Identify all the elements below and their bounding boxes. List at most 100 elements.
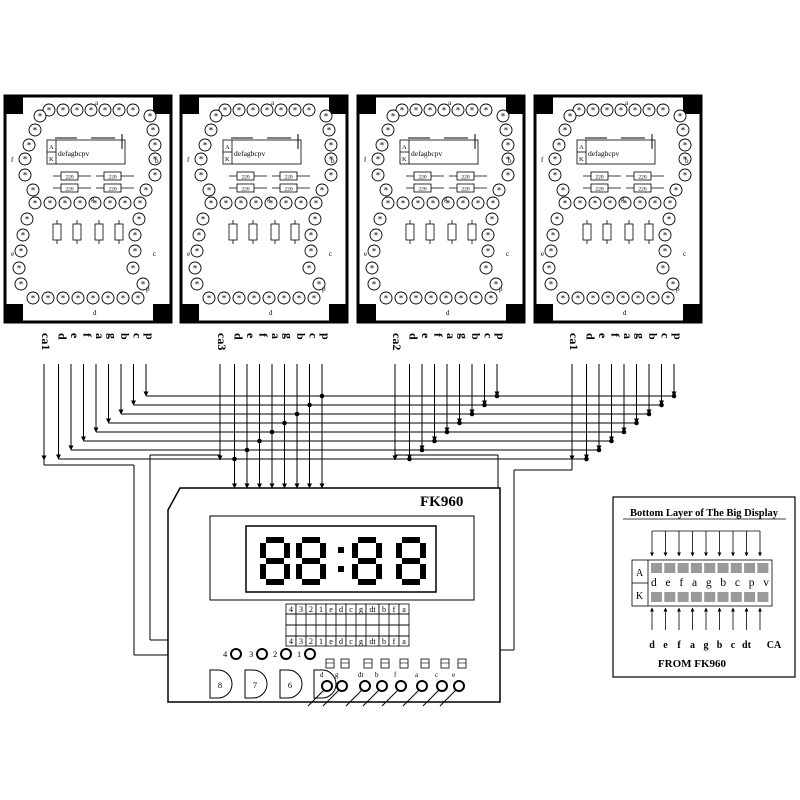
svg-text:*: * [223, 106, 228, 116]
svg-text:*: * [224, 199, 229, 209]
led: * [246, 103, 260, 117]
led: * [373, 212, 387, 226]
pin-label: p [319, 333, 333, 340]
header-pin-label: 4 [289, 637, 293, 646]
svg-text:*: * [576, 294, 581, 304]
svg-text:*: * [568, 112, 573, 122]
display-board-1: ****************************************… [3, 94, 173, 324]
header-pin-label: 1 [319, 637, 323, 646]
led: * [218, 103, 232, 117]
led: * [586, 291, 600, 305]
svg-text:*: * [561, 294, 566, 304]
led: * [586, 103, 600, 117]
led: * [600, 103, 614, 117]
digit-eight [396, 537, 426, 585]
svg-text:*: * [416, 199, 421, 209]
led: * [437, 103, 451, 117]
led: * [322, 123, 336, 137]
led: * [232, 103, 246, 117]
led: * [14, 277, 28, 291]
led: * [16, 228, 30, 242]
led: * [658, 228, 672, 242]
header-pin-label: e [329, 605, 333, 614]
led: * [41, 291, 55, 305]
header-pin-label: 1 [319, 605, 323, 614]
svg-text:*: * [46, 294, 51, 304]
svg-text:*: * [593, 199, 598, 209]
segment-label-b: b [331, 157, 335, 165]
svg-text:*: * [153, 155, 158, 165]
svg-text:*: * [123, 199, 128, 209]
led: * [371, 152, 385, 166]
svg-text:*: * [591, 106, 596, 116]
led: * [20, 212, 34, 226]
led: * [646, 291, 660, 305]
pin-label: c [131, 333, 145, 339]
led: * [439, 291, 453, 305]
led: * [588, 196, 602, 210]
segment-label-c: c [329, 250, 332, 258]
svg-text:*: * [209, 199, 214, 209]
digit-pin-label: 1 [297, 649, 301, 659]
svg-text:*: * [663, 231, 668, 241]
pin-label: f [609, 333, 623, 338]
led: * [548, 152, 562, 166]
resistor-value: 220 [108, 187, 117, 193]
pin-label: g [457, 333, 471, 339]
led: * [18, 168, 32, 182]
legend-row-A: A [636, 568, 644, 579]
svg-text:*: * [661, 106, 666, 116]
svg-text:*: * [23, 155, 28, 165]
segment-label-a: a [271, 99, 275, 107]
svg-text:*: * [401, 199, 406, 209]
svg-text:*: * [252, 294, 257, 304]
svg-text:*: * [153, 141, 158, 151]
svg-text:*: * [265, 106, 270, 116]
svg-text:*: * [484, 264, 489, 274]
svg-text:*: * [386, 126, 391, 136]
svg-text:*: * [329, 171, 334, 181]
svg-text:*: * [207, 186, 212, 196]
svg-text:*: * [284, 199, 289, 209]
svg-text:*: * [293, 106, 298, 116]
header-pin-label: dt [369, 605, 376, 614]
segment-label-a: a [625, 99, 629, 107]
svg-text:*: * [131, 264, 136, 274]
svg-text:*: * [117, 106, 122, 116]
svg-text:*: * [309, 231, 314, 241]
led: * [288, 103, 302, 117]
segment-label-e: e [187, 250, 190, 258]
svg-text:*: * [501, 112, 506, 122]
segment-label-g: g [444, 195, 448, 203]
svg-text:*: * [93, 199, 98, 209]
pin-label: c [659, 333, 673, 339]
pin-label: g [106, 333, 120, 339]
svg-text:*: * [553, 155, 558, 165]
led: * [396, 196, 410, 210]
resistor-value: 220 [595, 187, 604, 193]
led: * [496, 109, 510, 123]
svg-text:*: * [137, 215, 142, 225]
svg-text:*: * [144, 186, 149, 196]
segment-label-b: b [685, 157, 689, 165]
pin-label: e [68, 333, 82, 339]
svg-text:*: * [141, 280, 146, 290]
led: * [546, 228, 560, 242]
svg-text:*: * [33, 199, 38, 209]
svg-text:*: * [608, 199, 613, 209]
svg-text:*: * [623, 199, 628, 209]
svg-text:*: * [237, 294, 242, 304]
svg-text:*: * [553, 171, 558, 181]
svg-text:*: * [313, 215, 318, 225]
svg-text:*: * [667, 215, 672, 225]
legend-pin-label: f [677, 640, 681, 651]
led: * [28, 196, 42, 210]
led: * [544, 277, 558, 291]
legend-row-K: K [636, 591, 644, 602]
led: * [678, 138, 692, 152]
led: * [302, 103, 316, 117]
segment-label-c: c [153, 250, 156, 258]
